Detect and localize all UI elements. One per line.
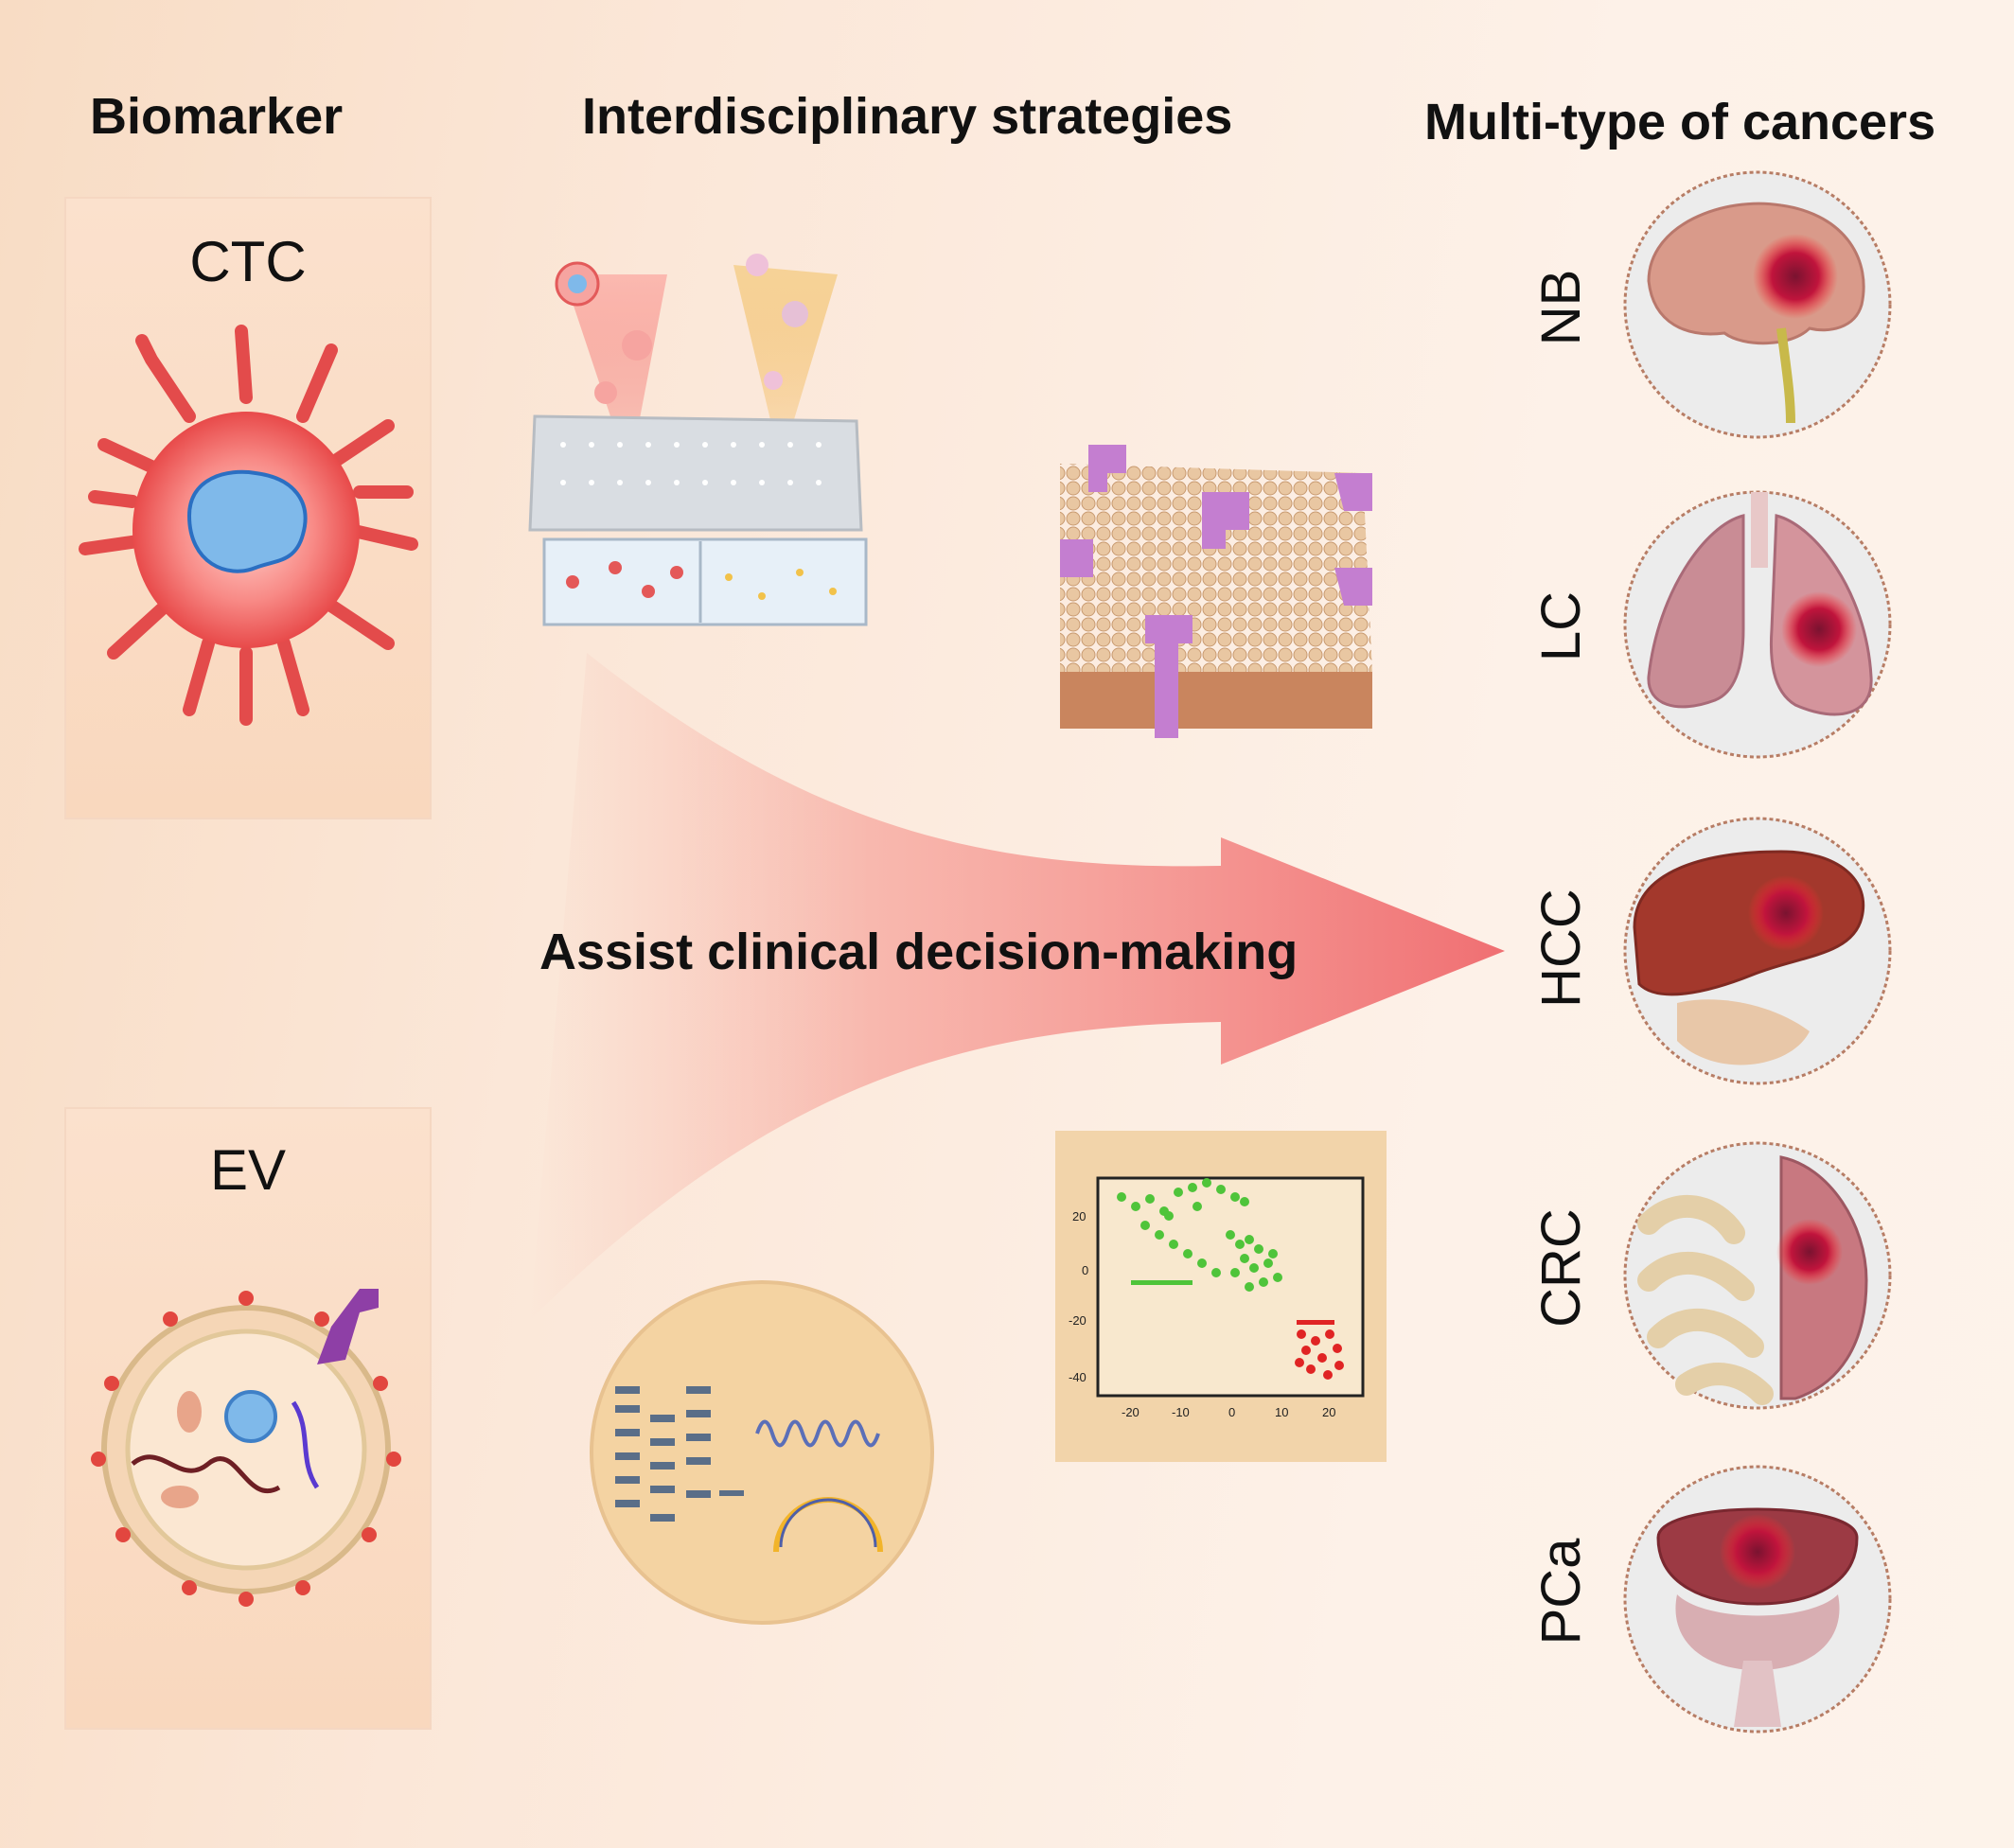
plot-point bbox=[1131, 1202, 1140, 1211]
plot-point bbox=[1317, 1353, 1327, 1363]
y-tick-label: 0 bbox=[1082, 1263, 1088, 1277]
plot-point bbox=[1334, 1361, 1344, 1370]
plot-point bbox=[1295, 1358, 1304, 1367]
heading-strategies: Interdisciplinary strategies bbox=[582, 88, 1233, 145]
arrow-label: Assist clinical decision-making bbox=[539, 924, 1298, 980]
plot-point bbox=[1169, 1240, 1178, 1249]
plot-point bbox=[1297, 1329, 1306, 1339]
cancer-label-nb: NB bbox=[1530, 269, 1592, 346]
prostate-tumor-icon bbox=[1623, 1465, 1892, 1734]
heading-cancers: Multi-type of cancers bbox=[1424, 94, 1936, 150]
x-tick-label: 0 bbox=[1228, 1405, 1235, 1419]
plot-point bbox=[1263, 1258, 1273, 1268]
plot-point bbox=[1197, 1258, 1207, 1268]
plot-point bbox=[1245, 1235, 1254, 1244]
plot-point bbox=[1259, 1277, 1268, 1287]
plot-point bbox=[1145, 1194, 1155, 1204]
heading-biomarker: Biomarker bbox=[90, 88, 344, 145]
plot-point bbox=[1306, 1364, 1316, 1374]
extracellular-vesicle-icon bbox=[91, 1289, 401, 1607]
microfluidic-chip-icon bbox=[528, 254, 868, 626]
plot-point bbox=[1226, 1230, 1235, 1240]
y-tick-label: -20 bbox=[1069, 1313, 1086, 1328]
plot-point bbox=[1325, 1329, 1334, 1339]
plot-point bbox=[1240, 1197, 1249, 1206]
sequencing-analysis-icon bbox=[590, 1280, 934, 1625]
plot-point bbox=[1323, 1370, 1333, 1380]
plot-point bbox=[1174, 1188, 1183, 1197]
plot-point bbox=[1140, 1221, 1150, 1230]
plot-point bbox=[1230, 1268, 1240, 1277]
plot-point bbox=[1311, 1336, 1320, 1346]
plot-point bbox=[1240, 1254, 1249, 1263]
plot-point bbox=[1183, 1249, 1192, 1258]
y-tick-label: 20 bbox=[1072, 1209, 1086, 1223]
plot-point bbox=[1192, 1202, 1202, 1211]
plot-point bbox=[1235, 1240, 1245, 1249]
x-tick-label: 10 bbox=[1275, 1405, 1288, 1419]
plot-point bbox=[1273, 1273, 1282, 1282]
plot-point bbox=[1249, 1263, 1259, 1273]
plot-point bbox=[1230, 1192, 1240, 1202]
cancer-label-pca: PCa bbox=[1530, 1538, 1592, 1646]
plot-point bbox=[1164, 1211, 1174, 1221]
y-tick-label: -40 bbox=[1069, 1370, 1086, 1384]
plot-point bbox=[1211, 1268, 1221, 1277]
cancer-label-hcc: HCC bbox=[1530, 889, 1592, 1008]
lipid-membrane-icon bbox=[1060, 445, 1372, 738]
x-tick-label: 20 bbox=[1322, 1405, 1335, 1419]
plot-point bbox=[1188, 1183, 1197, 1192]
liver-tumor-icon bbox=[1623, 817, 1892, 1085]
ctc-panel: CTC bbox=[64, 197, 432, 819]
scatter-plot-icon: 20 0 -20 -40 -20 -10 0 10 20 bbox=[1055, 1131, 1387, 1462]
plot-point bbox=[1333, 1344, 1342, 1353]
ev-label: EV bbox=[209, 1138, 287, 1202]
brain-tumor-icon bbox=[1623, 170, 1892, 439]
plot-point bbox=[1268, 1249, 1278, 1258]
ctc-label: CTC bbox=[189, 230, 307, 293]
x-tick-label: -10 bbox=[1172, 1405, 1190, 1419]
plot-point bbox=[1117, 1192, 1126, 1202]
plot-point bbox=[1216, 1185, 1226, 1194]
colon-tumor-icon bbox=[1623, 1141, 1892, 1410]
plot-point bbox=[1245, 1282, 1254, 1292]
cancer-label-lc: LC bbox=[1530, 590, 1592, 662]
plot-point bbox=[1202, 1178, 1211, 1188]
plot-point bbox=[1155, 1230, 1164, 1240]
cancer-label-crc: CRC bbox=[1530, 1208, 1592, 1328]
plot-point bbox=[1301, 1346, 1311, 1355]
ev-panel: EV bbox=[64, 1107, 432, 1730]
x-tick-label: -20 bbox=[1122, 1405, 1140, 1419]
plot-point bbox=[1254, 1244, 1263, 1254]
ctc-cell-icon bbox=[79, 325, 418, 726]
lung-tumor-icon bbox=[1623, 490, 1892, 759]
